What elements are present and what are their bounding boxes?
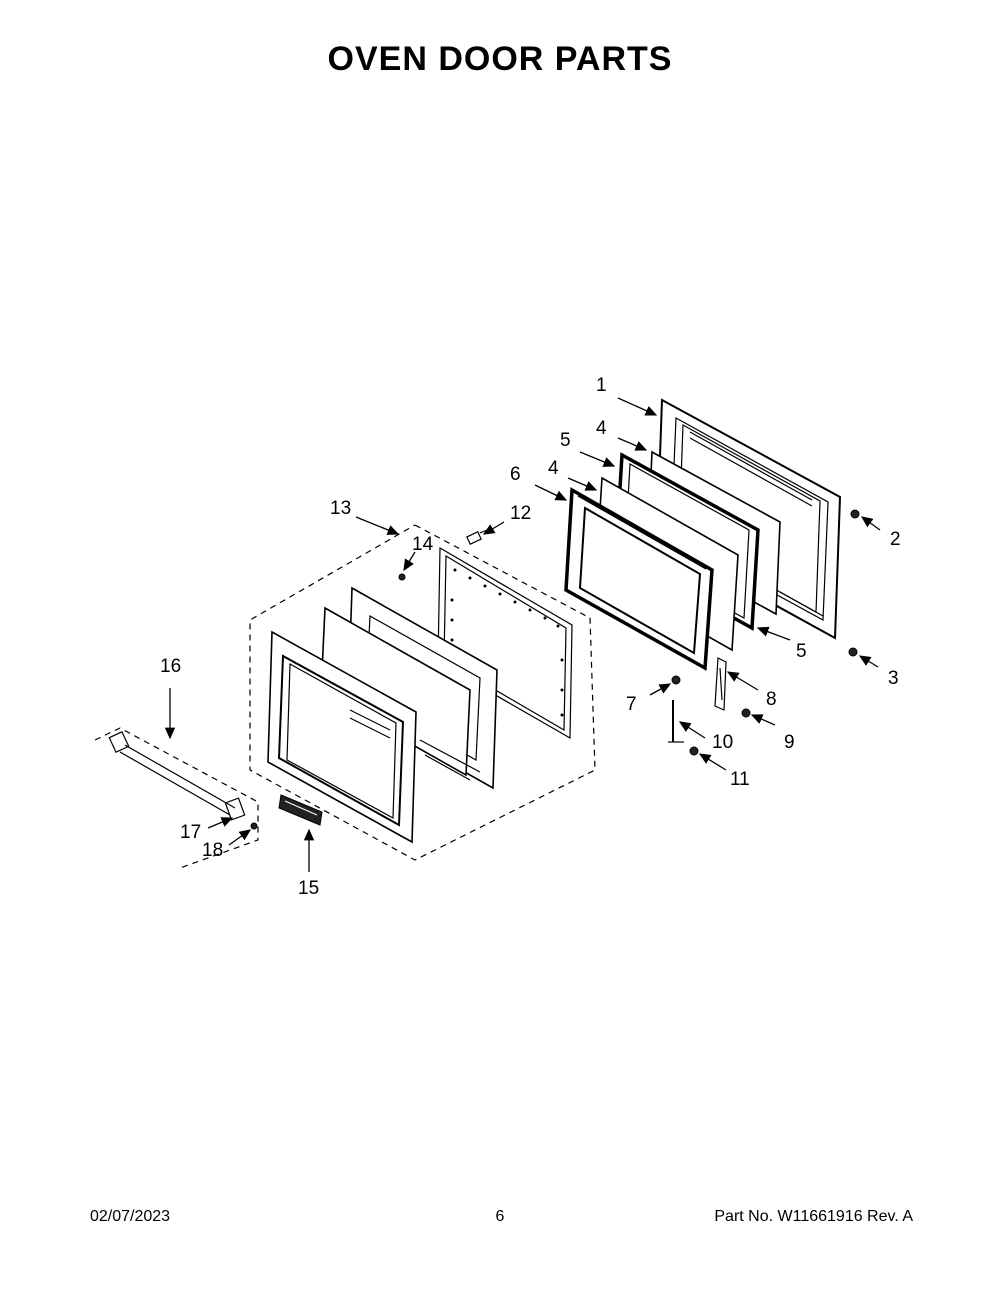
callout-13: 13 (330, 498, 351, 519)
part-16-handle-shaft (94, 727, 259, 869)
footer-part-number: Part No. W11661916 Rev. A (714, 1208, 913, 1225)
callout-10: 10 (712, 732, 733, 753)
part-6-inner-glass-frame (564, 487, 714, 671)
callout-14: 14 (412, 534, 434, 555)
callout-18: 18 (202, 840, 223, 861)
part-3-screw (848, 647, 858, 657)
footer-page-number: 6 (495, 1208, 505, 1225)
page-title: OVEN DOOR PARTS (327, 40, 673, 78)
part-17-bracket (224, 797, 246, 821)
part-11-screw (689, 746, 699, 756)
part-15-vent (278, 794, 323, 826)
callout-4b: 4 (548, 458, 559, 479)
part-13-door-assembly (249, 524, 596, 861)
callout-4a: 4 (596, 418, 607, 439)
footer-date: 02/07/2023 (90, 1208, 171, 1225)
callout-12: 12 (510, 503, 531, 524)
callout-6: 6 (510, 464, 521, 485)
part-8-hinge-bracket (714, 657, 727, 711)
callout-17: 17 (180, 822, 201, 843)
callout-7: 7 (626, 694, 637, 715)
part-12-screw (466, 529, 488, 545)
callout-5b: 5 (796, 641, 807, 662)
part-9-screw (741, 708, 751, 718)
callout-labels: 1 2 3 4 5 4 6 5 7 8 9 10 11 12 13 14 15 … (160, 375, 901, 899)
callout-1: 1 (596, 375, 607, 396)
leader-lines (164, 397, 881, 872)
part-10-bracket (668, 700, 684, 743)
part-14-screw (398, 573, 406, 581)
callout-3: 3 (888, 668, 899, 689)
callout-11: 11 (730, 769, 750, 790)
callout-8: 8 (766, 689, 777, 710)
part-18-screw (250, 822, 258, 830)
callout-16: 16 (160, 656, 181, 677)
part-2-screw (850, 509, 860, 519)
part-7-screw (671, 675, 681, 685)
callout-15: 15 (298, 878, 319, 899)
callout-2: 2 (890, 529, 901, 550)
callout-9: 9 (784, 732, 795, 753)
callout-5a: 5 (560, 430, 571, 451)
